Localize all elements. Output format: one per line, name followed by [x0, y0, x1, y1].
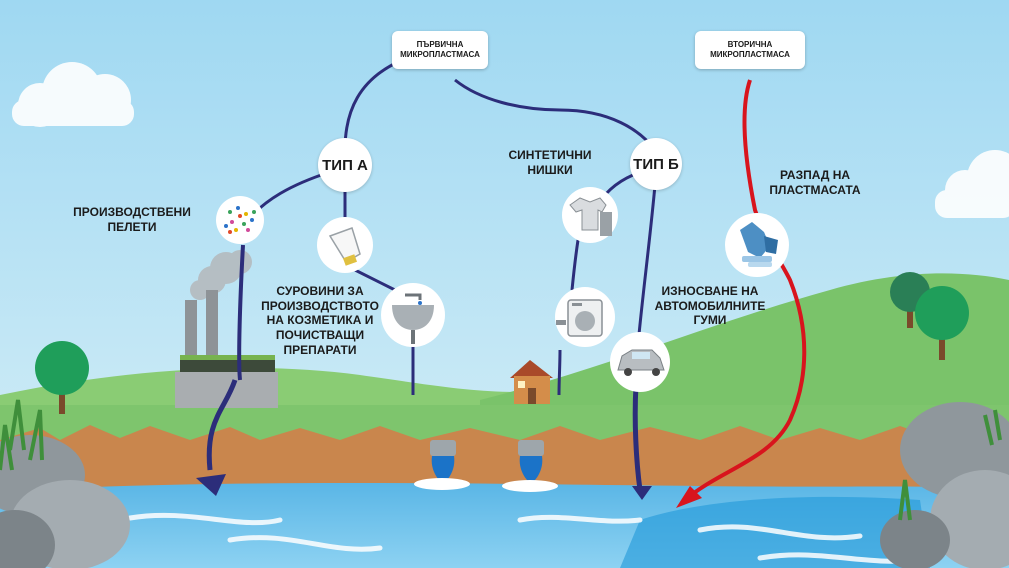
tree-icon — [890, 272, 969, 360]
house-icon — [510, 360, 553, 404]
rocks-right — [880, 402, 1009, 568]
plastic-waste-icon — [725, 213, 789, 277]
rocks-left — [0, 399, 130, 568]
hill-right — [480, 273, 1009, 440]
pellets-icon — [216, 196, 264, 244]
degradation-label: РАЗПАД НА ПЛАСТМАСАТА — [769, 168, 861, 197]
tree-icon — [35, 341, 89, 414]
type-b-node: ТИП Б — [630, 138, 682, 190]
pellets-label: ПРОИЗВОДСТВЕНИ ПЕЛЕТИ — [73, 205, 191, 234]
fibres-label: СИНТЕТИЧНИ НИШКИ — [508, 148, 592, 177]
cloud-icon — [12, 62, 134, 127]
tyres-label: ИЗНОСВАНЕ НА АВТОМОБИЛНИТЕ ГУМИ — [654, 284, 766, 328]
drain-pipe-icon — [414, 440, 558, 492]
primary-microplastics-box: ПЪРВИЧНА МИКРОПЛАСТМАСА — [392, 31, 488, 69]
cosmetics-label: СУРОВИНИ ЗА ПРОИЗВОДСТВОТО НА КОЗМЕТИКА … — [261, 284, 379, 357]
washing-machine-icon — [555, 287, 615, 347]
clothes-icon — [562, 187, 618, 243]
secondary-pathway — [683, 79, 807, 502]
sink-icon — [381, 283, 445, 347]
arrow-head — [196, 474, 226, 496]
primary-pathways — [206, 60, 657, 491]
car-icon — [610, 332, 670, 392]
cloud-icon — [935, 150, 1009, 218]
secondary-microplastics-box: ВТОРИЧНА МИКРОПЛАСТМАСА — [695, 31, 805, 69]
arrow-head — [632, 486, 652, 500]
type-a-node: ТИП А — [318, 138, 372, 192]
cosmetics-tube-icon — [317, 217, 373, 273]
arrow-head — [676, 486, 702, 508]
soil-bank — [0, 425, 1009, 500]
